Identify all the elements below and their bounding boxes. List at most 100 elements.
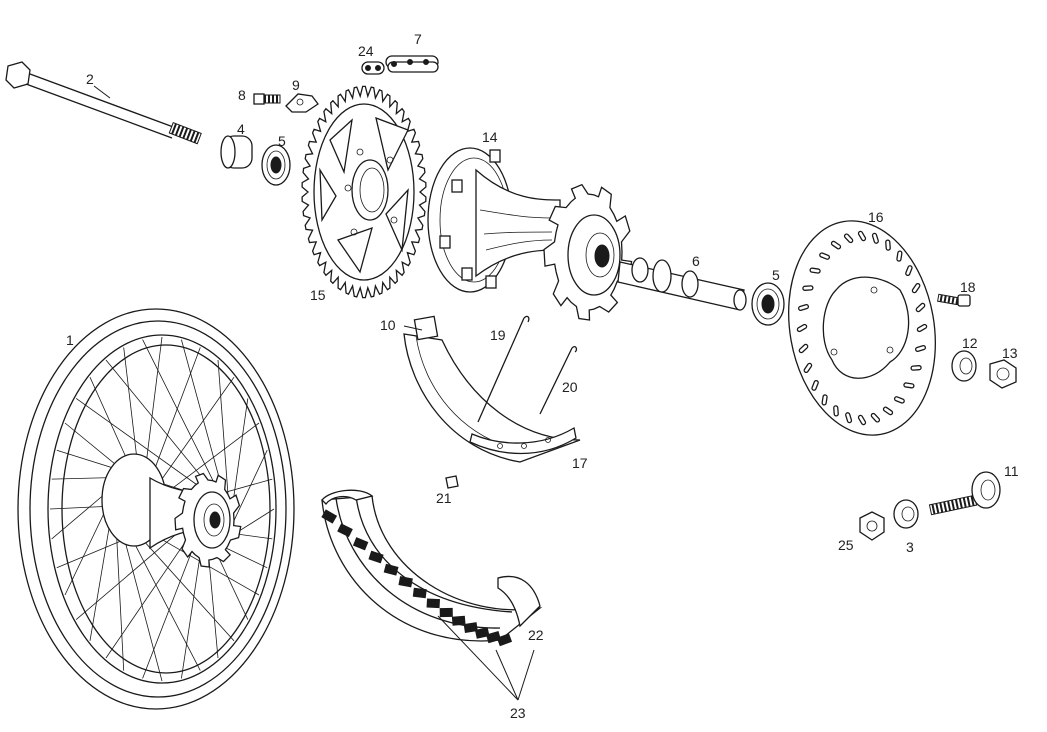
spacer — [220, 135, 253, 169]
tread-block — [463, 622, 478, 633]
axle-nut — [989, 359, 1017, 389]
axle-bolt — [5, 61, 202, 145]
disc-slot — [871, 232, 879, 244]
disc-slot — [811, 379, 819, 391]
wheel-spoke — [105, 359, 208, 485]
valve-cap — [445, 475, 459, 489]
wheel-spoke — [89, 377, 130, 465]
chain-adjuster — [928, 471, 1001, 516]
wheel-spoke — [51, 477, 116, 480]
label-part-17: 17 — [572, 455, 588, 471]
wheel-spoke — [105, 538, 188, 659]
tread-block — [451, 615, 466, 626]
label-part-7: 7 — [414, 31, 422, 47]
wheel-spoke — [208, 555, 219, 659]
disc-slot — [809, 267, 821, 274]
wheel-spoke — [142, 339, 217, 487]
disc-slot — [896, 250, 903, 262]
disc-slot — [819, 252, 831, 260]
tread-block — [383, 563, 399, 576]
spoke-short — [539, 346, 578, 415]
label-part-22: 22 — [528, 627, 544, 643]
disc-slot — [893, 396, 905, 404]
label-part-19: 19 — [490, 327, 506, 343]
wheel-spoke — [216, 553, 249, 620]
tread-block — [439, 607, 453, 618]
label-part-9: 9 — [292, 77, 300, 93]
wheel-spoke — [130, 535, 201, 671]
disc-slot — [870, 412, 881, 423]
label-part-23: 23 — [510, 705, 526, 721]
label-part-10: 10 — [380, 317, 396, 333]
wheel-spoke — [64, 500, 111, 596]
label-part-24: 24 — [358, 43, 374, 59]
rim-tape — [469, 426, 577, 455]
disc-slot — [914, 344, 927, 353]
spoke-long — [477, 315, 530, 423]
wheel-spoke — [75, 526, 185, 620]
label-part-16: 16 — [868, 209, 884, 225]
disc-slot — [857, 230, 867, 242]
label-part-25: 25 — [838, 537, 854, 553]
label-part-14: 14 — [482, 129, 498, 145]
wheel-spoke — [231, 450, 268, 526]
tread-block — [426, 598, 441, 609]
tread-block — [496, 633, 513, 647]
wheel-spoke — [122, 531, 163, 682]
disc-slot — [833, 405, 839, 417]
tyre-and-tube — [321, 489, 543, 647]
label-part-15: 15 — [310, 287, 326, 303]
label-part-1: 1 — [66, 332, 74, 348]
wheel-spoke — [223, 546, 268, 569]
leader-lines — [93, 85, 535, 701]
wheel-spoke — [145, 336, 163, 469]
tread-block — [412, 587, 427, 599]
disc-slot — [857, 414, 867, 426]
assembled-wheel — [17, 308, 295, 710]
disc-slot — [796, 323, 808, 333]
rear-sprocket — [301, 85, 427, 299]
washer — [951, 350, 977, 382]
tread-block — [321, 509, 338, 524]
brake-disc — [788, 220, 936, 436]
chain-link — [385, 55, 439, 73]
label-part-8: 8 — [238, 87, 246, 103]
wheel-hub — [427, 147, 633, 321]
tread-block — [337, 523, 353, 538]
wheel-spoke — [231, 398, 249, 513]
disc-slot — [803, 362, 813, 374]
wheel-spoke — [64, 422, 122, 470]
label-part-5a: 5 — [278, 133, 286, 149]
disc-slot — [882, 406, 894, 416]
disc-slot — [798, 343, 809, 354]
wheel-spoke — [217, 359, 229, 502]
disc-slot — [885, 239, 891, 251]
disc-bolt — [937, 293, 971, 307]
wheel-spoke — [51, 488, 112, 540]
label-part-21: 21 — [436, 490, 452, 506]
wheel-spoke — [157, 422, 260, 500]
label-part-6: 6 — [692, 253, 700, 269]
wheel-spoke — [151, 347, 201, 477]
label-part-12: 12 — [962, 335, 978, 351]
tread-block — [368, 550, 384, 564]
disc-slot — [905, 265, 913, 277]
wheel-spoke — [156, 376, 235, 488]
tread-block — [485, 631, 501, 644]
disc-slot — [916, 323, 928, 333]
bearing-right — [751, 282, 785, 326]
chain-link-clip — [361, 61, 385, 75]
lock-plate — [285, 93, 319, 113]
wheel-spoke — [181, 554, 201, 679]
disc-slot — [830, 240, 842, 250]
wheel-spoke — [181, 339, 224, 493]
label-part-2: 2 — [86, 71, 94, 87]
wheel-spoke — [75, 398, 200, 487]
disc-slot — [845, 412, 853, 424]
adjuster-nut — [859, 511, 885, 541]
disc-slot — [843, 233, 854, 244]
tread-block — [398, 576, 413, 588]
label-part-20: 20 — [562, 379, 578, 395]
label-part-13: 13 — [1002, 345, 1018, 361]
